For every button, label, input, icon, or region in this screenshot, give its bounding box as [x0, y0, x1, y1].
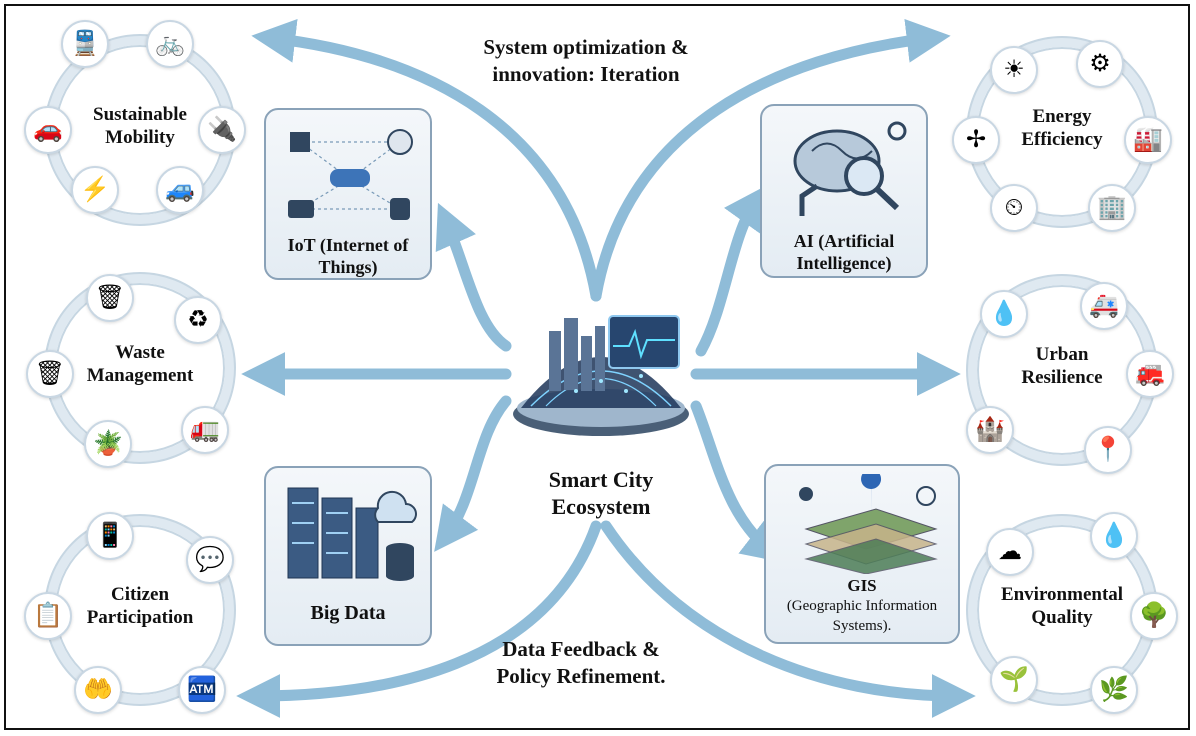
- bicycle-icon: 🚲: [146, 20, 194, 68]
- gis-label: GIS (Geographic Information Systems).: [766, 576, 958, 636]
- satellite-compass-icon: [786, 469, 946, 575]
- fire-truck-icon: 🚒: [1126, 350, 1174, 398]
- resilience-label: Urban Resilience: [977, 343, 1147, 389]
- environment-label: Environmental Quality: [977, 583, 1147, 629]
- iot-network-icon: [280, 124, 420, 224]
- bigdata-box: Big Data: [264, 466, 432, 646]
- citizen-label-line2: Participation: [86, 607, 194, 628]
- arrow-to-energy: [590, 18, 951, 302]
- train-icon: 🚆: [61, 20, 109, 68]
- arrow-to-gis: [690, 400, 787, 564]
- phone-icon: 📱: [86, 512, 134, 560]
- chat-icon: 💬: [186, 536, 234, 584]
- ai-label-line1: AI (Artificial: [793, 231, 895, 251]
- energy-label: Energy Efficiency: [977, 105, 1147, 151]
- ev-icon: ⚡: [71, 166, 119, 214]
- ambulance-icon: 🚑: [1080, 282, 1128, 330]
- drop-icon: 💧: [1090, 512, 1138, 560]
- meter-icon: ⏲: [990, 184, 1038, 232]
- gis-label-line3: Systems).: [832, 618, 892, 634]
- arrow-to-ai: [695, 184, 768, 357]
- iot-box: IoT (Internet of Things): [264, 108, 432, 280]
- city-dome-icon: [513, 315, 689, 436]
- ai-label: AI (Artificial Intelligence): [762, 230, 926, 274]
- car-icon: 🚗: [24, 106, 72, 154]
- car-icon-2: 🚙: [156, 166, 204, 214]
- arrow-to-environment: [600, 520, 976, 718]
- bin-icon-2: 🗑: [26, 350, 74, 398]
- factory-icon: 🏭: [1124, 116, 1172, 164]
- arrow-to-citizen: [236, 520, 602, 718]
- center-title-line2: Ecosystem: [551, 494, 651, 519]
- citizen-label: Citizen Participation: [55, 583, 225, 629]
- waste-label-line1: Waste: [115, 342, 165, 363]
- hand-chat-icon: 🤲: [74, 666, 122, 714]
- wind-turbine-icon-2: ✢: [952, 116, 1000, 164]
- iot-label-line2: Things): [318, 257, 378, 277]
- waste-label-line2: Management: [86, 365, 194, 386]
- drop-plant-icon: 🌱: [990, 656, 1038, 704]
- diagram-frame: System optimization & innovation: Iterat…: [4, 4, 1190, 730]
- top-caption-line2: innovation: Iteration: [492, 62, 680, 86]
- building-icon: 🏢: [1088, 184, 1136, 232]
- energy-label-line1: Energy: [1032, 106, 1092, 127]
- energy-label-line2: Efficiency: [1021, 129, 1103, 150]
- compost-icon: 🪴: [84, 420, 132, 468]
- truck-icon: 🚛: [181, 406, 229, 454]
- iot-label-line1: IoT (Internet of: [287, 235, 409, 255]
- tree-icon: 🌳: [1130, 592, 1178, 640]
- bigdata-label: Big Data: [266, 602, 430, 624]
- bottom-caption-line2: Policy Refinement.: [496, 664, 666, 688]
- resilience-label-line2: Resilience: [1021, 367, 1103, 388]
- gis-box: GIS (Geographic Information Systems).: [764, 464, 960, 644]
- arrow-to-bigdata: [434, 395, 512, 552]
- center-title: Smart City Ecosystem: [506, 466, 696, 520]
- environment-label-line1: Environmental: [1000, 584, 1124, 605]
- kiosk-icon: 🏧: [178, 666, 226, 714]
- charger-icon: 🔌: [198, 106, 246, 154]
- bottom-caption: Data Feedback & Policy Refinement.: [456, 636, 706, 690]
- center-hub: [501, 296, 701, 446]
- bigdata-label-line1: Big Data: [310, 602, 386, 624]
- arrow-to-iot: [435, 202, 512, 352]
- gis-label-line1: GIS: [847, 576, 877, 595]
- map-pin-icon: 📍: [1084, 426, 1132, 474]
- resilience-label-line1: Urban: [1035, 344, 1089, 365]
- mobility-label-line1: Sustainable: [93, 104, 187, 125]
- bin-icon: 🗑: [86, 274, 134, 322]
- ai-box: AI (Artificial Intelligence): [760, 104, 928, 278]
- gis-label-line2: (Geographic Information: [786, 598, 938, 614]
- citizen-label-line1: Citizen: [110, 584, 170, 605]
- brain-icon: [782, 116, 912, 221]
- top-caption: System optimization & innovation: Iterat…: [436, 34, 736, 88]
- arrow-to-mobility: [251, 18, 602, 302]
- gauge-icon: 💧: [980, 290, 1028, 338]
- environment-label-line2: Quality: [1031, 607, 1093, 628]
- levee-icon: 🏰: [966, 406, 1014, 454]
- waste-label: Waste Management: [55, 341, 225, 387]
- mobility-label-line2: Mobility: [105, 127, 175, 148]
- recycle-icon: ♻: [174, 296, 222, 344]
- iot-label: IoT (Internet of Things): [266, 234, 430, 278]
- server-icon: [278, 478, 423, 593]
- mobility-label: Sustainable Mobility: [55, 103, 225, 149]
- hands-plant-icon: 🌿: [1090, 666, 1138, 714]
- wind-turbine-icon: ⚙: [1076, 40, 1124, 88]
- top-caption-line1: System optimization &: [483, 35, 689, 59]
- flow-arrows: [236, 18, 976, 718]
- bottom-caption-line1: Data Feedback &: [502, 637, 660, 661]
- ai-label-line2: Intelligence): [796, 253, 892, 273]
- center-title-line1: Smart City: [548, 467, 654, 492]
- solar-icon: ☀: [990, 46, 1038, 94]
- tablet-icon: 📋: [24, 592, 72, 640]
- cloud-icon: ☁: [986, 528, 1034, 576]
